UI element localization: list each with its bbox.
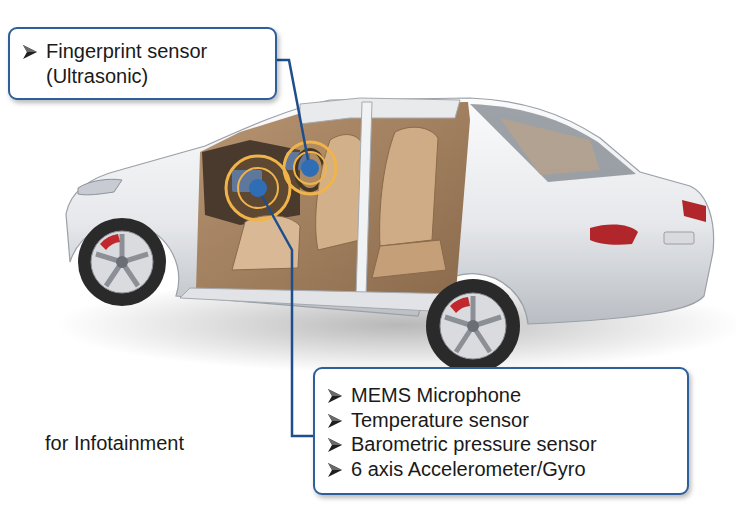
bullet-arrow [327, 413, 343, 429]
tail-light [682, 200, 706, 222]
rear-seat [372, 240, 446, 278]
bullet-item: MEMS Microphone [327, 383, 673, 408]
b-pillar [356, 102, 372, 296]
bullet-item: 6 axis Accelerometer/Gyro [327, 457, 673, 482]
spokes [96, 234, 148, 286]
rim [91, 231, 153, 293]
bullet-arrow [22, 44, 38, 60]
spokes [445, 296, 501, 352]
bullet-arrow-shape [328, 463, 342, 477]
highlight-ring [238, 168, 278, 208]
sensor-name: Temperature sensor [351, 408, 529, 433]
sensor-dot [249, 179, 267, 197]
rear-window [470, 104, 636, 182]
highlight-ring [226, 156, 290, 220]
bullet-arrow-shade [328, 389, 342, 396]
rear-seat [380, 127, 438, 246]
bullet-arrow-shape [23, 45, 37, 59]
door-sill [180, 288, 460, 312]
rim [440, 293, 506, 359]
dashboard [202, 140, 300, 225]
bullet-item: Barometric pressure sensor [327, 432, 673, 457]
hub [467, 320, 479, 332]
bullet-arrow [327, 462, 343, 478]
caption-label: for Infotainment [45, 431, 184, 455]
bullet-arrow-shape [328, 414, 342, 428]
tire [78, 218, 166, 306]
bullet-item: Fingerprint sensor (Ultrasonic) [22, 39, 261, 88]
plate [664, 232, 694, 244]
bullet-arrow-shade [328, 414, 342, 421]
sensor-name: Fingerprint sensor (Ultrasonic) [46, 39, 261, 88]
bullet-arrow-shade [328, 463, 342, 470]
bullet-arrow [327, 437, 343, 453]
bullet-arrow-shade [23, 45, 37, 52]
front-seat [232, 216, 300, 270]
highlight-ring [294, 152, 326, 184]
bullet-arrow-shape [328, 389, 342, 403]
tire [426, 279, 520, 373]
rear-cabin [500, 118, 600, 175]
brake-caliper [450, 297, 470, 313]
sensor-name: Barometric pressure sensor [351, 432, 597, 457]
sensor-dot [301, 159, 319, 177]
bullet-arrow-shade [328, 438, 342, 445]
bullet-item: Temperature sensor [327, 408, 673, 433]
bullet-arrow-shape [328, 438, 342, 452]
sensor-name: MEMS Microphone [351, 383, 521, 408]
car-body [66, 98, 714, 324]
roof-frame [300, 98, 460, 124]
headlight [78, 179, 122, 195]
cabin-cutaway [196, 102, 470, 300]
highlight-ring [284, 142, 336, 194]
sensor-name: 6 axis Accelerometer/Gyro [351, 457, 586, 482]
tail-light [590, 225, 638, 245]
callout-box: MEMS MicrophoneTemperature sensorBaromet… [313, 367, 689, 495]
hub [116, 256, 128, 268]
brake-caliper [100, 234, 120, 250]
callout-box: Fingerprint sensor (Ultrasonic) [8, 27, 277, 100]
bullet-arrow [327, 388, 343, 404]
